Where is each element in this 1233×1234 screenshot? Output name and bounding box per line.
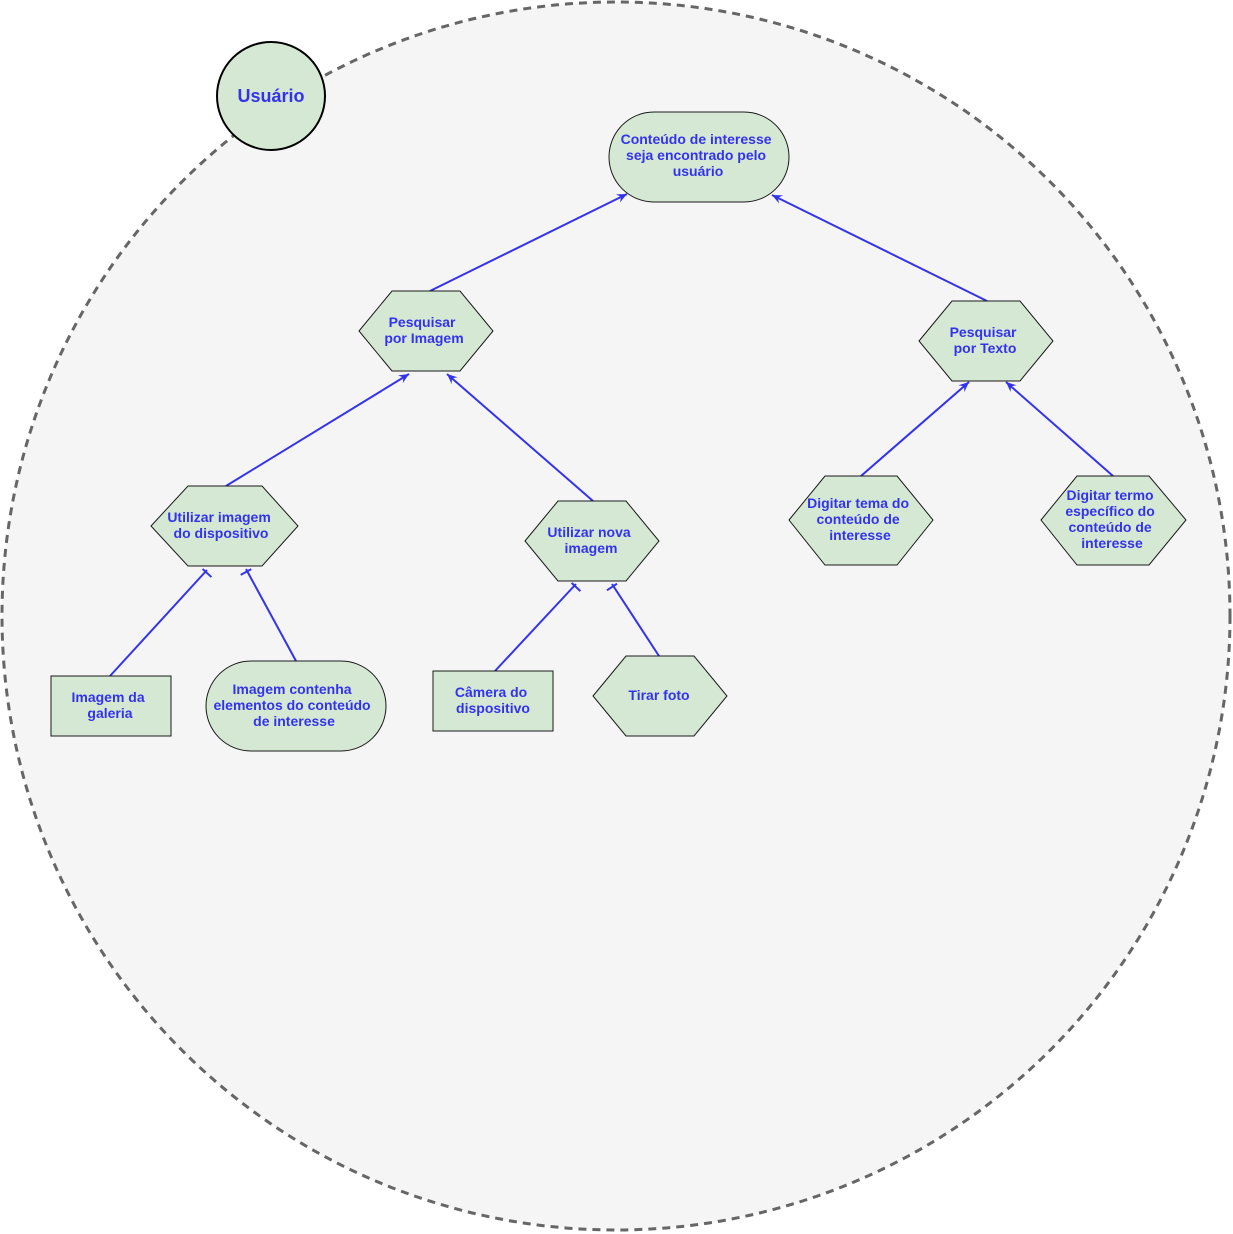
link-type-term-to-search-text-line [1005, 381, 1114, 477]
decomp-gallery-to-device-image-line [109, 569, 208, 677]
goal-shape [205, 660, 387, 752]
decomp-photo-to-new-image-line [611, 583, 660, 657]
task-shape [150, 485, 299, 567]
resource-shape [50, 675, 172, 737]
task-use-new-image[interactable]: Utilizar nova imagem [524, 500, 660, 582]
resource-shape [432, 670, 554, 732]
actor-label: Usuário [237, 86, 304, 106]
decomp-gallery-to-device-image-bar [201, 568, 213, 578]
nodes-layer: Conteúdo de interesse seja encontrado pe… [50, 41, 1187, 752]
decomp-photo-to-new-image-bar [606, 582, 618, 592]
task-take-photo[interactable]: Tirar foto [592, 655, 728, 737]
resource-label: Imagem da galeria [71, 689, 148, 721]
edges-layer [109, 193, 1114, 677]
link-search-text-to-goal-line [771, 194, 988, 302]
task-label: Digitar tema do conteúdo de interesse [807, 495, 913, 543]
link-new-image-to-search-image-arrowhead [447, 374, 458, 384]
task-shape [358, 290, 494, 372]
task-shape [524, 500, 660, 582]
link-type-topic-to-search-text-arrowhead [958, 382, 969, 392]
link-search-image-to-goal-line [429, 193, 628, 292]
decomp-camera-to-new-image-line [494, 583, 577, 672]
goal-label: Imagem contenha elementos do conteúdo de… [213, 681, 374, 729]
decomp-contains-to-device-image-bar [240, 568, 252, 576]
goal-content-found[interactable]: Conteúdo de interesse seja encontrado pe… [608, 111, 790, 203]
task-shape [592, 655, 728, 737]
task-type-specific-term[interactable]: Digitar termo específico do conteúdo de … [1040, 475, 1187, 566]
resource-label: Câmera do dispositivo [455, 684, 531, 716]
task-label: Tirar foto [628, 687, 689, 703]
resource-gallery-image[interactable]: Imagem da galeria [50, 675, 172, 737]
goal-shape [608, 111, 790, 203]
task-use-device-image[interactable]: Utilizar imagem do dispositivo [150, 485, 299, 567]
task-label: Digitar termo específico do conteúdo de … [1065, 487, 1158, 551]
link-search-image-to-goal-arrowhead [616, 194, 627, 203]
link-device-image-to-search-image-arrowhead [398, 374, 409, 384]
task-label: Utilizar nova imagem [547, 524, 634, 556]
task-type-topic[interactable]: Digitar tema do conteúdo de interesse [788, 475, 934, 566]
link-device-image-to-search-image-line [225, 373, 410, 487]
resource-device-camera[interactable]: Câmera do dispositivo [432, 670, 554, 732]
actor-shape [216, 41, 326, 151]
task-search-by-image[interactable]: Pesquisar por Imagem [358, 290, 494, 372]
task-label: Pesquisar por Imagem [384, 314, 463, 346]
task-search-by-text[interactable]: Pesquisar por Texto [918, 300, 1054, 382]
task-shape [788, 475, 934, 566]
task-label: Pesquisar por Texto [950, 324, 1021, 356]
actor-usuario[interactable]: Usuário [216, 41, 326, 151]
task-label: Utilizar imagem do dispositivo [167, 509, 274, 541]
goal-label: Conteúdo de interesse seja encontrado pe… [621, 131, 776, 179]
link-search-text-to-goal-arrowhead [772, 195, 783, 204]
link-type-term-to-search-text-arrowhead [1006, 382, 1017, 392]
decomp-contains-to-device-image-line [245, 568, 297, 662]
goal-image-contains-elements[interactable]: Imagem contenha elementos do conteúdo de… [205, 660, 387, 752]
link-type-topic-to-search-text-line [860, 381, 970, 477]
decomp-camera-to-new-image-bar [570, 582, 582, 592]
task-shape [1040, 475, 1187, 566]
task-shape [918, 300, 1054, 382]
link-new-image-to-search-image-line [446, 373, 594, 502]
